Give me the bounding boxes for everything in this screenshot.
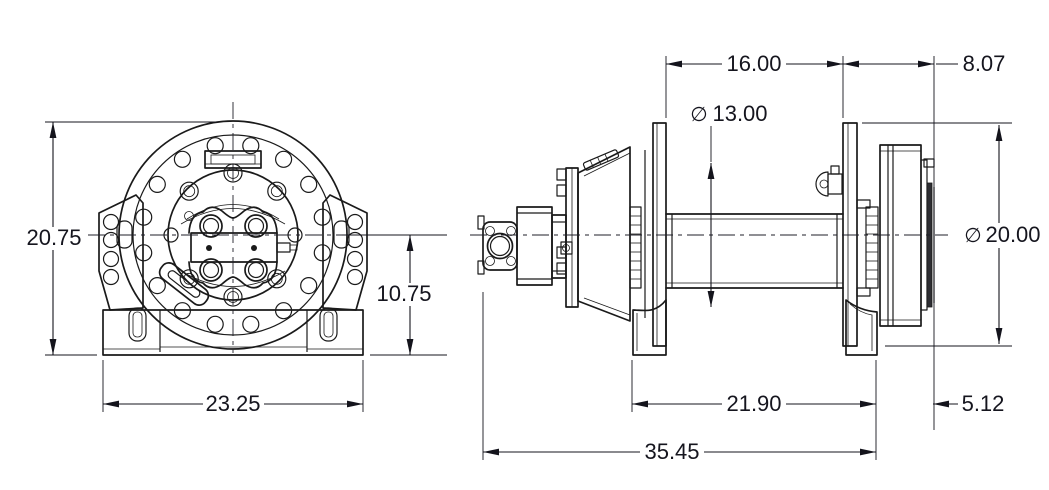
front-inner-bolt-holes bbox=[163, 163, 303, 307]
front-view bbox=[88, 102, 378, 356]
dim-front-centerline-to-base: 10.75 bbox=[376, 281, 431, 306]
left-ratchet-teeth bbox=[629, 206, 642, 289]
dimension-end-section-length: 8.07 bbox=[843, 51, 1005, 430]
dimension-drum-length: 16.00 bbox=[665, 51, 844, 118]
dim-drum-length: 16.00 bbox=[726, 51, 781, 76]
dimension-front-centerline-to-base: 10.75 bbox=[342, 234, 447, 356]
diameter-symbol-flange: ∅ bbox=[964, 223, 981, 247]
dimension-overall-length: 35.45 bbox=[482, 292, 876, 464]
motor-port-circle bbox=[486, 232, 514, 260]
left-foot bbox=[632, 299, 667, 356]
front-release-lever bbox=[158, 262, 210, 306]
front-motor-hub bbox=[180, 204, 298, 289]
hub-side-stub bbox=[276, 242, 291, 253]
right-foot bbox=[845, 299, 878, 356]
dimension-front-overall-height: 20.75 bbox=[24, 121, 219, 356]
dim-front-overall-height: 20.75 bbox=[26, 225, 81, 250]
side-gear-housing-cone bbox=[577, 146, 631, 322]
side-cable-clamp-fitting bbox=[815, 165, 843, 197]
dim-end-overhang: 5.12 bbox=[962, 391, 1005, 416]
dimension-end-overhang: 5.12 bbox=[933, 391, 1004, 416]
dim-mounting-length: 21.90 bbox=[726, 391, 781, 416]
side-brake-housing bbox=[879, 144, 935, 327]
dim-overall-length: 35.45 bbox=[644, 439, 699, 464]
dim-drum-diameter: 13.00 bbox=[712, 101, 767, 126]
dimension-mounting-length: 21.90 bbox=[631, 360, 877, 460]
diameter-symbol-drum: ∅ bbox=[690, 102, 707, 126]
side-right-flange bbox=[842, 122, 879, 356]
dimension-front-base-width: 23.25 bbox=[102, 360, 364, 416]
dimension-flange-diameter: ∅ 20.00 bbox=[862, 122, 1045, 347]
end-cap-ribs bbox=[926, 182, 933, 308]
side-view bbox=[470, 122, 948, 356]
base-slot-left bbox=[128, 307, 147, 342]
side-hydraulic-motor bbox=[477, 206, 567, 286]
dimension-drum-diameter: ∅ 13.00 bbox=[690, 101, 768, 307]
dim-front-base-width: 23.25 bbox=[205, 391, 260, 416]
right-ratchet-teeth bbox=[865, 206, 879, 289]
side-bell-adapter bbox=[556, 167, 579, 308]
front-rim-bolt-holes bbox=[135, 137, 331, 333]
side-left-flange bbox=[629, 122, 667, 356]
base-slot-right bbox=[319, 307, 338, 342]
dim-end-section-length: 8.07 bbox=[963, 51, 1006, 76]
front-left-ear bbox=[98, 194, 144, 311]
dim-flange-diameter: 20.00 bbox=[985, 222, 1040, 247]
side-drum-barrel bbox=[665, 213, 844, 289]
